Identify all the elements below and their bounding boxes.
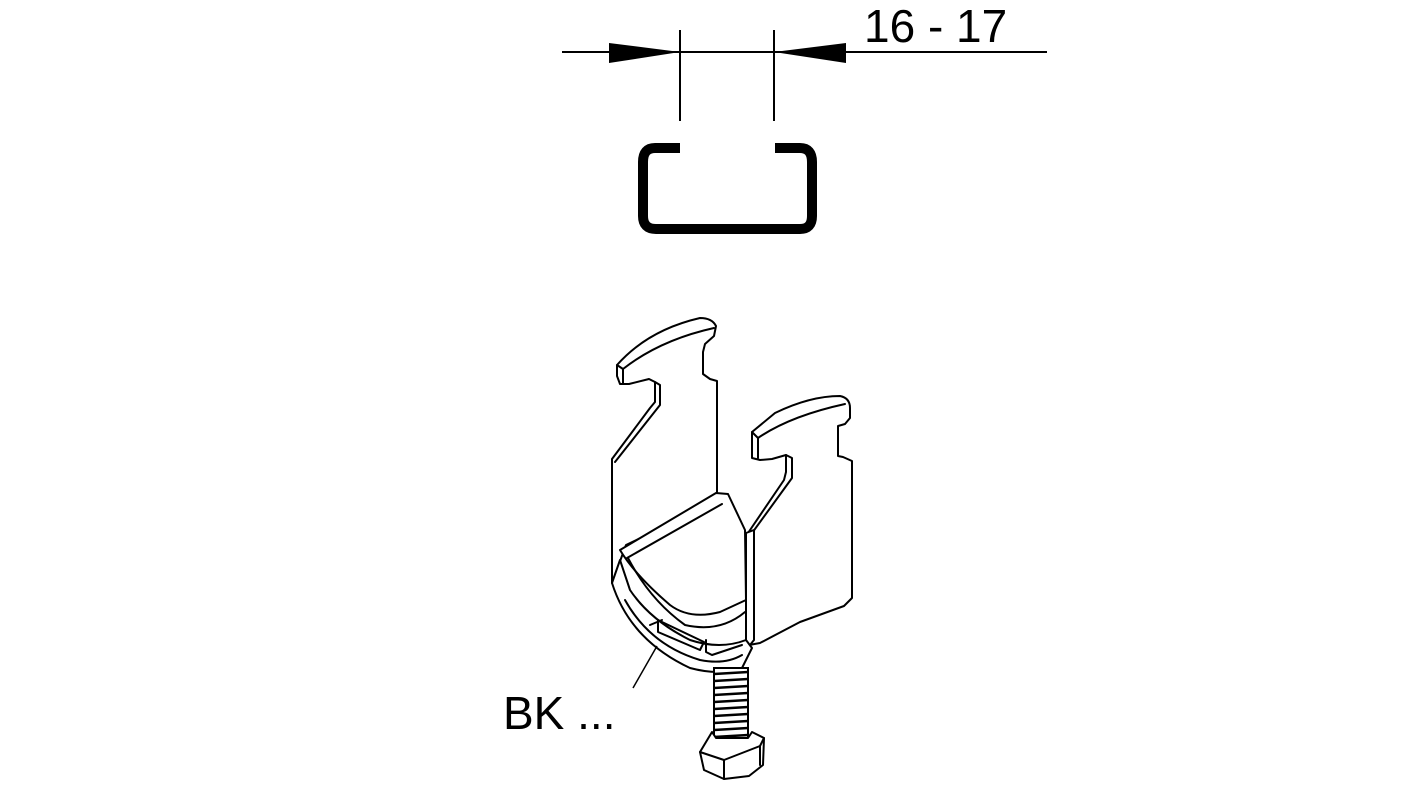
cable-clamp	[611, 317, 853, 780]
dimension-label: 16 - 17	[864, 0, 1008, 52]
dimension-arrow-right-icon	[774, 43, 846, 63]
dimension-arrow-left-icon	[609, 43, 680, 63]
bolt	[699, 667, 765, 780]
dimension-annotation	[562, 30, 1047, 121]
c-rail-profile	[638, 143, 817, 234]
part-label: BK ...	[503, 687, 616, 739]
